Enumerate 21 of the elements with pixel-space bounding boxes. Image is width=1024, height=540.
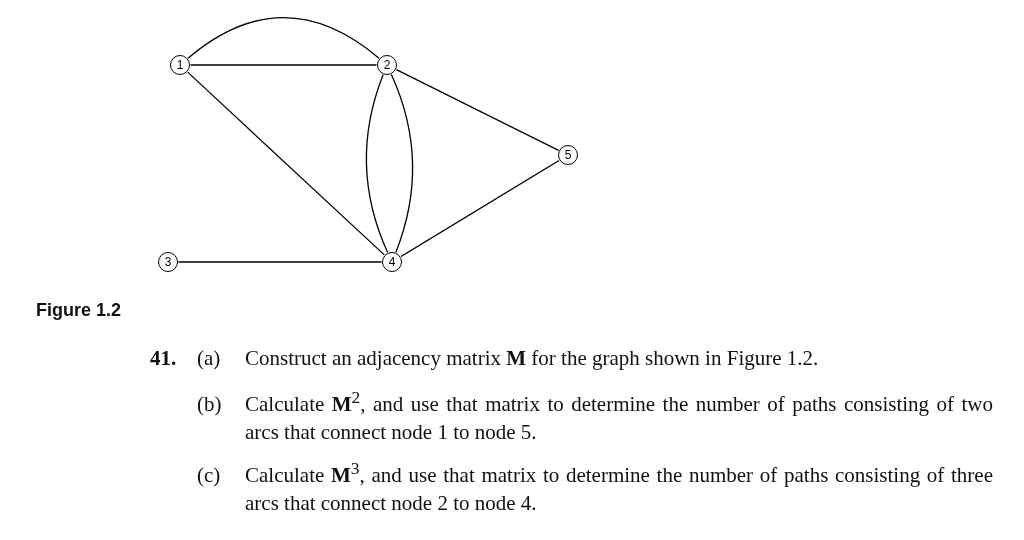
- node-circle: 5: [558, 145, 578, 165]
- graph-edge: [187, 71, 385, 256]
- node-circle: 3: [158, 252, 178, 272]
- node-circle: 1: [170, 55, 190, 75]
- question-text: Calculate M$^{2}$, and use that matrix to determine the number of paths consisting of two arcs that connect node 1 to node 5.: [245, 390, 993, 446]
- node-circle: 2: [377, 55, 397, 75]
- graph-edge: [177, 261, 383, 263]
- part-label: (c): [197, 462, 221, 489]
- graph-edge: [400, 159, 560, 258]
- graph-edge: [390, 73, 414, 253]
- graph-edge: [365, 74, 389, 254]
- graph-edge: [187, 16, 380, 59]
- part-label: (a): [197, 345, 221, 372]
- graph-edge: [395, 69, 560, 151]
- question-text: Calculate M$^{3}$, and use that matrix to determine the number of paths consisting of three arcs that connect node 2 to node 4.: [245, 461, 993, 517]
- figure-caption: Figure 1.2: [36, 299, 122, 322]
- question-number: 41.: [150, 345, 177, 372]
- part-label: (b): [197, 391, 222, 418]
- question-text: Construct an adjacency matrix M for the graph shown in Figure 1.2.: [245, 345, 819, 372]
- graph-edge: [189, 64, 378, 66]
- node-circle: 4: [382, 252, 402, 272]
